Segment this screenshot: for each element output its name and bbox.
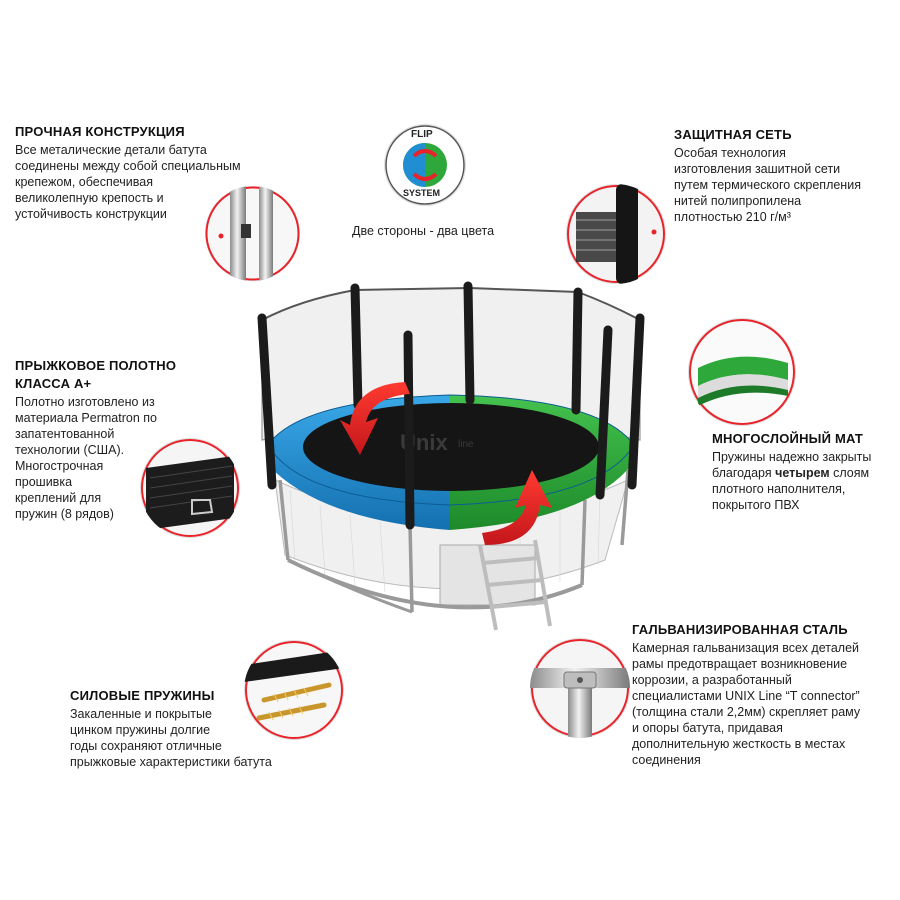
feature-line: плотного наполнителя, bbox=[712, 482, 846, 496]
feature-line: креплений для bbox=[15, 491, 102, 505]
feature-line: дополнительную жесткость в местах bbox=[632, 737, 846, 751]
flip-caption: Две стороны - два цвета bbox=[352, 224, 495, 238]
pad-detail-image bbox=[688, 318, 796, 426]
frame-detail-image bbox=[205, 186, 300, 281]
feature-line: плотностью 210 г/м³ bbox=[674, 210, 791, 224]
feature-title: МНОГОСЛОЙНЫЙ МАТ bbox=[712, 431, 864, 446]
feature-springs: СИЛОВЫЕ ПРУЖИНЫ Закаленные и покрытые ци… bbox=[70, 688, 310, 770]
feature-text: Полотно изготовлено из материала Permatr… bbox=[15, 394, 215, 522]
feature-multilayer-mat: МНОГОСЛОЙНЫЙ МАТ Пружины надежно закрыты… bbox=[712, 431, 897, 513]
feature-title: ПРОЧНАЯ КОНСТРУКЦИЯ bbox=[15, 124, 185, 139]
feature-net: ЗАЩИТНАЯ СЕТЬ Особая технология изготовл… bbox=[674, 127, 894, 225]
feature-line: технологии (США). bbox=[15, 443, 125, 457]
flip-arrows bbox=[340, 382, 552, 545]
feature-line: Многострочная bbox=[15, 459, 104, 473]
feature-line: прыжковые характеристики батута bbox=[70, 755, 272, 769]
feature-line: запатентованной bbox=[15, 427, 115, 441]
net-detail-image bbox=[566, 184, 666, 284]
feature-line-part: слоям bbox=[829, 466, 870, 480]
feature-line: Все металические детали батута bbox=[15, 143, 207, 157]
t-connector-image bbox=[530, 638, 630, 738]
feature-line: пружин (8 рядов) bbox=[15, 507, 114, 521]
feature-line: (толщина стали 2,2мм) скрепляет раму bbox=[632, 705, 861, 719]
feature-title-line: КЛАССА А+ bbox=[15, 376, 92, 391]
feature-line: материала Permatron по bbox=[15, 411, 157, 425]
feature-line: специалистами UNIX Line “T connector” bbox=[632, 689, 860, 703]
feature-jump-mat: ПРЫЖКОВОЕ ПОЛОТНО КЛАССА А+ Полотно изго… bbox=[15, 358, 215, 522]
feature-line: крепежом, обеспечивая bbox=[15, 175, 154, 189]
feature-text: Особая технология изготовления зашитной … bbox=[674, 145, 894, 225]
feature-title: СИЛОВЫЕ ПРУЖИНЫ bbox=[70, 688, 215, 703]
feature-line: годы сохраняют отличные bbox=[70, 739, 222, 753]
feature-line: устойчивость конструкции bbox=[15, 207, 167, 221]
feature-line: и опоры батута, придавая bbox=[632, 721, 783, 735]
feature-title: ГАЛЬВАНИЗИРОВАННАЯ СТАЛЬ bbox=[632, 622, 848, 637]
feature-title-line: ПРЫЖКОВОЕ ПОЛОТНО bbox=[15, 358, 177, 373]
feature-text: Закаленные и покрытые цинком пружины дол… bbox=[70, 706, 310, 770]
feature-line: рамы предотвращает возникновение bbox=[632, 657, 848, 671]
feature-galvanized-steel: ГАЛЬВАНИЗИРОВАННАЯ СТАЛЬ Камерная гальва… bbox=[632, 622, 894, 768]
feature-line-part: благодаря bbox=[712, 466, 776, 480]
feature-line: соединения bbox=[632, 753, 701, 767]
feature-text: Все металические детали батута соединены… bbox=[15, 142, 265, 222]
jumping-mat bbox=[303, 403, 599, 491]
feature-line: покрытого ПВХ bbox=[712, 498, 800, 512]
mat-logo-sub: line bbox=[458, 439, 474, 450]
feature-line: великолепную крепость и bbox=[15, 191, 164, 205]
springs-image bbox=[244, 640, 344, 740]
feature-line: цинком пружины долгие bbox=[70, 723, 211, 737]
feature-line: коррозии, а разработанный bbox=[632, 673, 792, 687]
flip-system-badge bbox=[384, 124, 466, 206]
feature-line: изготовления зашитной сети bbox=[674, 162, 841, 176]
feature-text: Камерная гальванизация всех деталей рамы… bbox=[632, 640, 894, 768]
feature-line: путем термического скрепления bbox=[674, 178, 861, 192]
feature-line: прошивка bbox=[15, 475, 73, 489]
feature-line: благодаря четырем слоям bbox=[712, 465, 897, 481]
feature-line: Закаленные и покрытые bbox=[70, 707, 212, 721]
feature-line: Полотно изготовлено из bbox=[15, 395, 155, 409]
frame-legs bbox=[278, 469, 630, 614]
feature-line: Пружины надежно закрыты bbox=[712, 450, 872, 464]
flip-top-text: FLIP bbox=[411, 129, 433, 140]
feature-line: Камерная гальванизация всех деталей bbox=[632, 641, 860, 655]
feature-strong-frame: ПРОЧНАЯ КОНСТРУКЦИЯ Все металические дет… bbox=[15, 124, 265, 222]
mat-detail-image bbox=[140, 438, 240, 538]
feature-text: Пружины надежно закрыты благодаря четыре… bbox=[712, 449, 897, 513]
feature-line: соединены между собой специальным bbox=[15, 159, 241, 173]
net-poles bbox=[257, 281, 645, 530]
feature-title: ЗАЩИТНАЯ СЕТЬ bbox=[674, 127, 792, 142]
feature-line-emphasis: четырем bbox=[775, 466, 830, 480]
ladder bbox=[478, 539, 552, 631]
flip-bottom-text: SYSTEM bbox=[403, 188, 441, 198]
feature-line: нитей полипропилена bbox=[674, 194, 802, 208]
feature-line: Особая технология bbox=[674, 146, 786, 160]
